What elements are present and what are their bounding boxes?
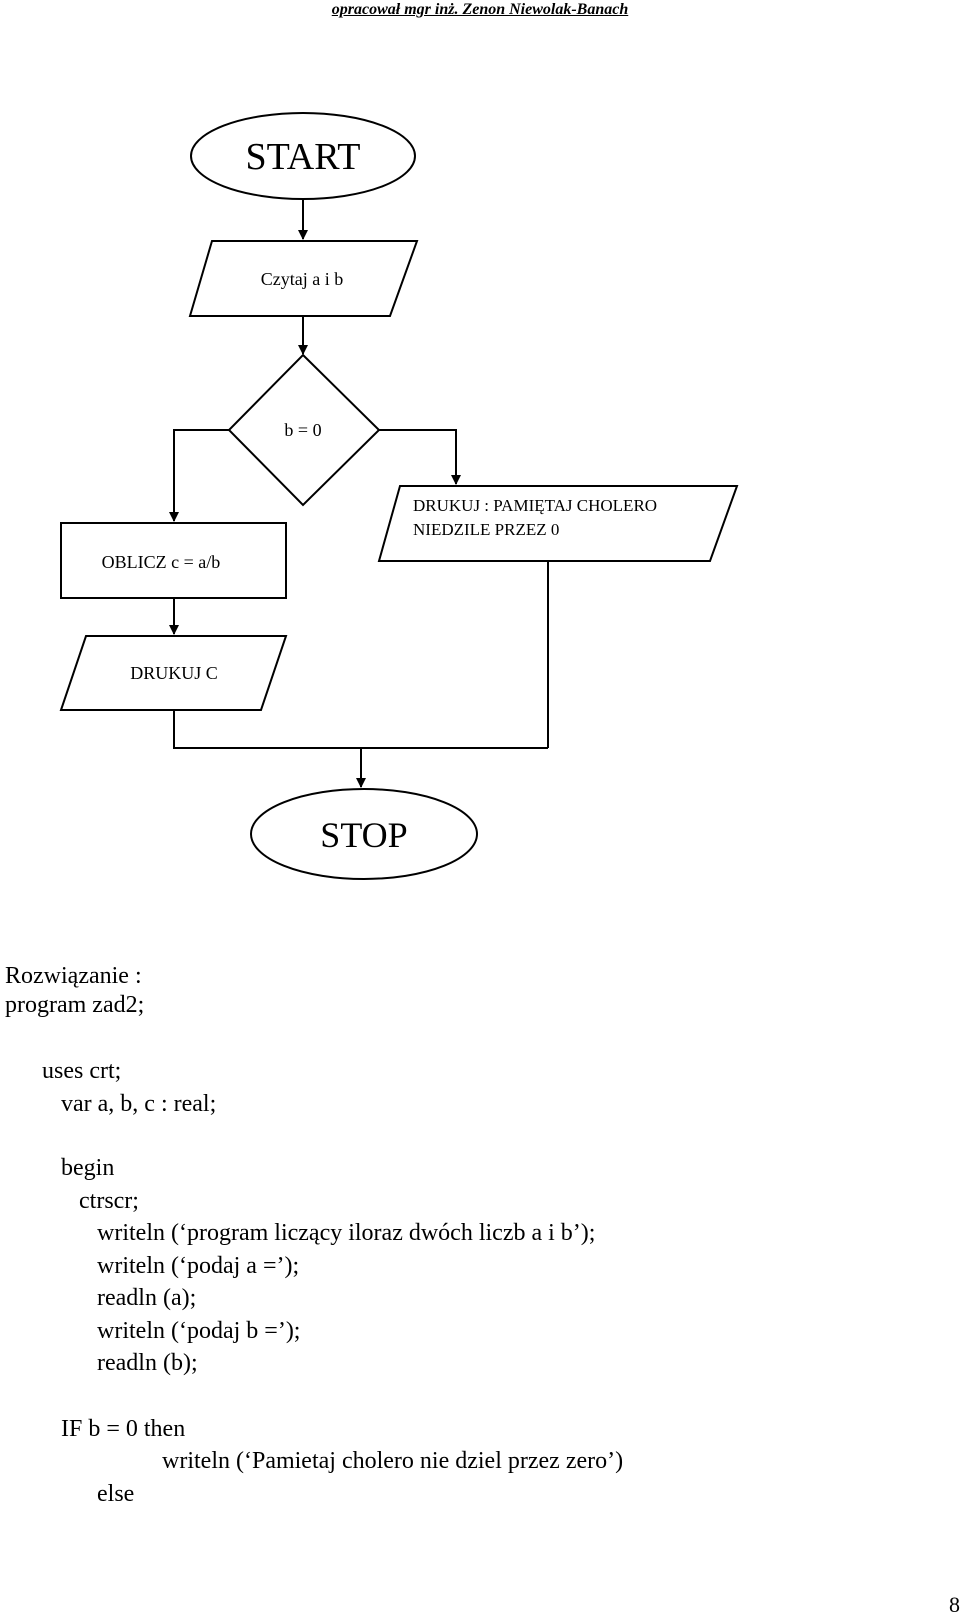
print-result-label: DRUKUJ C	[130, 663, 218, 683]
flowchart: START Czytaj a i b b = 0 OBLICZ c = a/b …	[59, 112, 739, 880]
code-line: writeln (‘Pamietaj cholero nie dziel prz…	[162, 1448, 624, 1474]
decision-diamond: b = 0	[227, 353, 381, 507]
arrow-decision-to-compute	[169, 429, 229, 522]
code-line: writeln (‘podaj b =’);	[97, 1318, 301, 1344]
start-label: START	[245, 136, 360, 178]
code-line: else	[97, 1481, 135, 1507]
code-line: readln (a);	[97, 1285, 197, 1311]
page-header: opracował mgr inż. Zenon Niewolak-Banach	[331, 1, 629, 18]
code-line: IF b = 0 then	[61, 1416, 186, 1442]
code-line: uses crt;	[42, 1058, 122, 1084]
code-line: writeln (‘program liczący iloraz dwóch l…	[97, 1220, 596, 1246]
line-print-to-merge	[173, 710, 548, 749]
code-line: writeln (‘podaj a =’);	[97, 1253, 300, 1279]
code-line: ctrscr;	[79, 1188, 139, 1214]
compute-label: OBLICZ c = a/b	[102, 552, 221, 572]
stop-label: STOP	[320, 815, 407, 855]
read-input-label: Czytaj a i b	[261, 269, 343, 289]
compute-box: OBLICZ c = a/b	[60, 522, 287, 599]
page-number: 8	[949, 1592, 960, 1617]
code-line: program zad2;	[5, 992, 145, 1018]
stop-terminal: STOP	[250, 788, 478, 880]
print-error-label-line2: NIEDZILE PRZEZ 0	[413, 520, 559, 539]
start-terminal: START	[190, 112, 416, 200]
print-result-box: DRUKUJ C	[59, 635, 288, 711]
decision-label: b = 0	[284, 420, 321, 440]
print-error-label-line1: DRUKUJ : PAMIĘTAJ CHOLERO	[413, 496, 657, 515]
solution-heading: Rozwiązanie :	[5, 963, 142, 989]
arrow-decision-to-error	[379, 429, 461, 485]
read-input-box: Czytaj a i b	[188, 240, 419, 317]
code-line: begin	[61, 1155, 115, 1181]
print-error-box: DRUKUJ : PAMIĘTAJ CHOLERO NIEDZILE PRZEZ…	[377, 485, 739, 562]
code-line: readln (b);	[97, 1350, 198, 1376]
code-line: var a, b, c : real;	[61, 1091, 217, 1117]
